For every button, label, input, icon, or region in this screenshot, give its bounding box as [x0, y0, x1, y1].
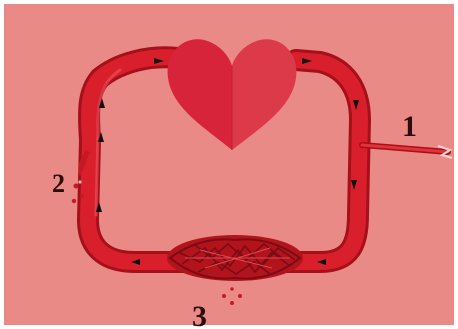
label-3: 3: [192, 300, 207, 329]
capillary-network: [167, 235, 303, 281]
label-1: 1: [402, 110, 417, 143]
label-2: 2: [52, 169, 65, 198]
